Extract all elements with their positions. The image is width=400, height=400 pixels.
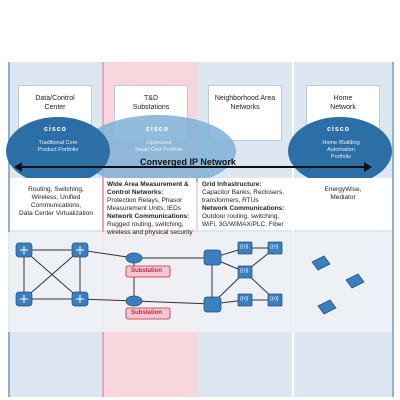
home-description: EnergyWise, Mediator (294, 178, 392, 230)
optimized-portfolio-ellipse (80, 115, 236, 187)
arrow-right-icon (364, 162, 372, 172)
cisco-logo: cisco (146, 126, 169, 133)
mesh-node-label: ((•)) (240, 244, 249, 250)
home-device-icon (317, 299, 337, 315)
data-center-description: Routing, Switching, Wireless, Unified Co… (10, 178, 102, 230)
home-device-icon (345, 273, 365, 289)
mesh-node-icon (267, 293, 283, 307)
mesh-node-icon (237, 293, 253, 307)
router-icon (203, 296, 222, 313)
substation-box-2 (125, 307, 171, 320)
mesh-node-label: ((•)) (270, 244, 279, 250)
substations-description: Wide Area Measurement & Control Networks… (104, 178, 196, 236)
switch-icon (125, 252, 143, 264)
traditional-core-label: Traditional Core Product Portfolio (37, 140, 79, 153)
mesh-node-label: ((•)) (240, 268, 249, 274)
optimized-portfolio-label: Optimized Smart Grid Portfolio (134, 140, 184, 153)
mesh-node-icon (237, 265, 253, 279)
converged-network-banner: Converged IP Network (140, 157, 236, 167)
router-icon (203, 249, 222, 266)
mesh-node-label: ((•)) (240, 296, 249, 302)
mesh-node-label: ((•)) (270, 296, 279, 302)
arrow-left-icon (14, 162, 22, 172)
substation-box-1 (125, 265, 171, 278)
home-device-icon (311, 255, 331, 271)
cisco-logo: cisco (327, 126, 350, 133)
home-portfolio-label: Home /Building Automation Portfolio (322, 140, 360, 160)
cisco-logo: cisco (44, 126, 67, 133)
mesh-node-icon (267, 241, 283, 255)
switch-icon (125, 295, 143, 307)
mesh-node-icon (237, 241, 253, 255)
network-band (8, 232, 392, 332)
neighborhood-description: Grid Infrastructure: Capacitor Banks, Re… (198, 178, 292, 230)
router-arrows (20, 246, 84, 303)
substation-label: Substation (131, 268, 162, 274)
substation-label: Substation (131, 310, 162, 316)
device-icons (15, 241, 365, 315)
